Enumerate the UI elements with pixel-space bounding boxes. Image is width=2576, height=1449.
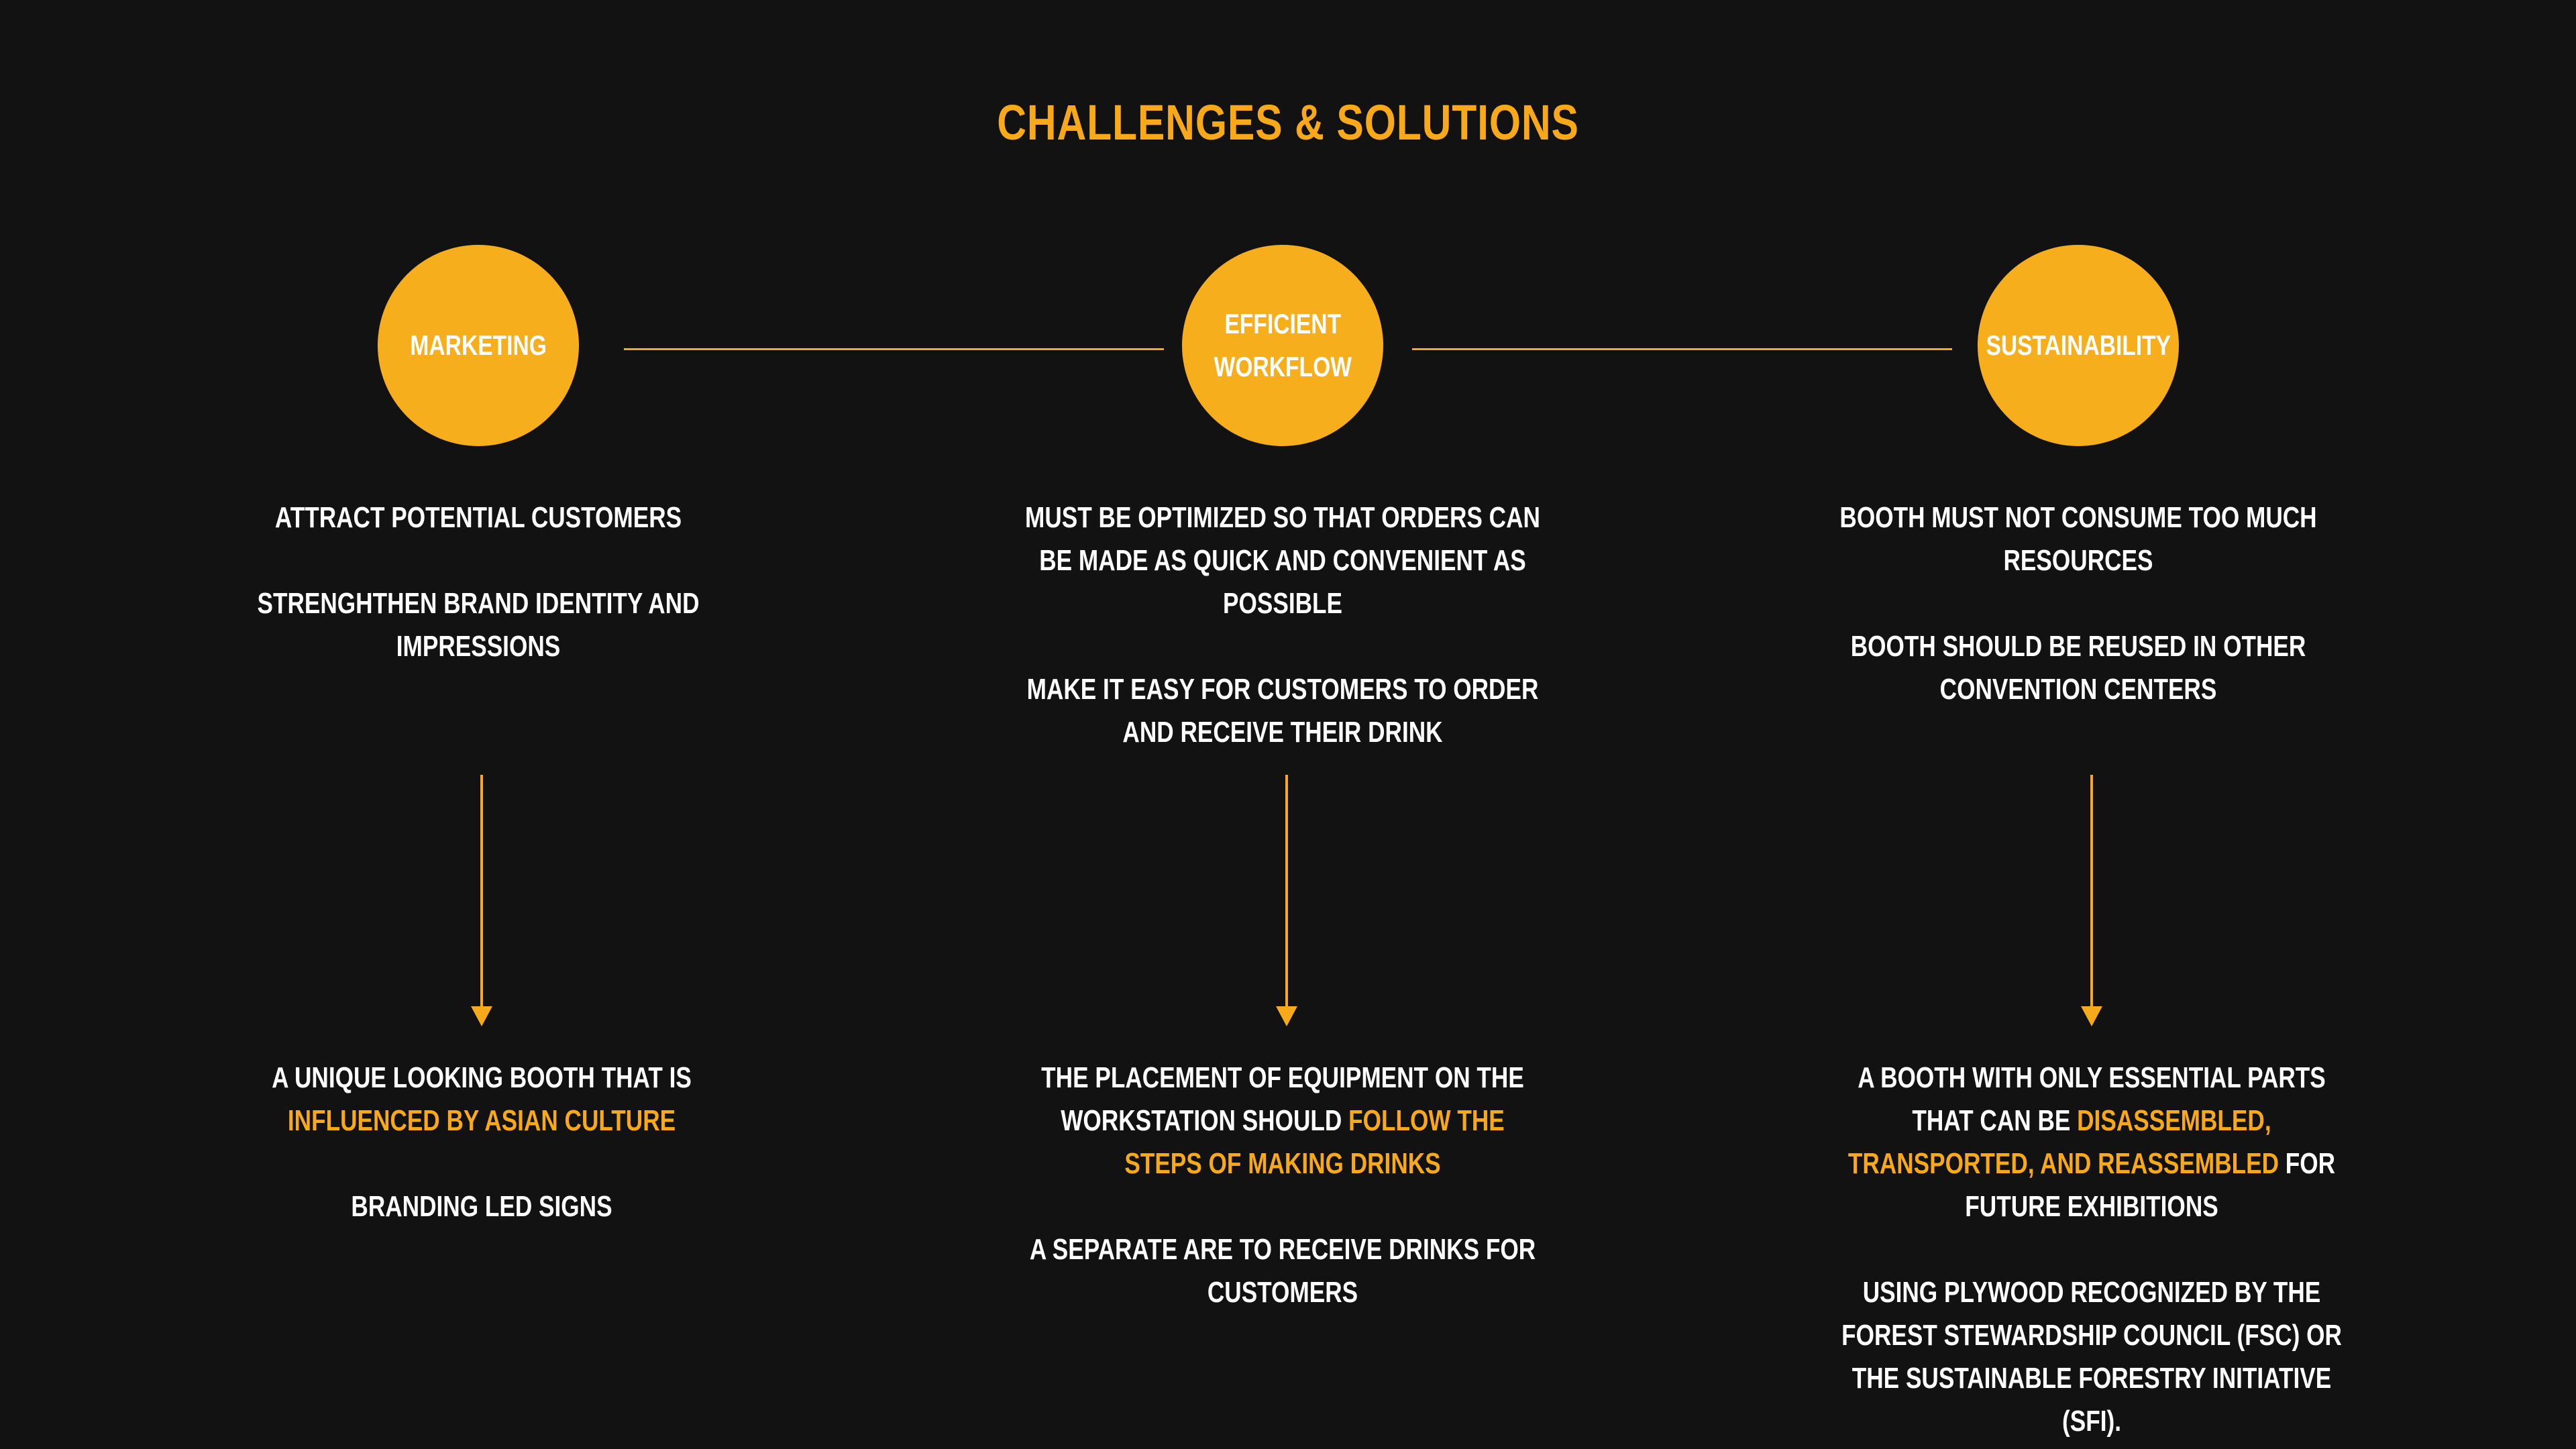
challenge-list-sustainability: Booth must not consume too much resource… bbox=[1750, 496, 2407, 711]
down-arrow-icon bbox=[468, 775, 495, 1030]
solution-item: The placement of equipment on the workst… bbox=[1041, 1061, 1524, 1180]
challenge-item: Make it easy for customers to order and … bbox=[1026, 673, 1539, 749]
solution-item: Using plywood recognized by the Forest S… bbox=[1841, 1276, 2342, 1438]
solution-item: A booth with only essential parts that c… bbox=[1847, 1061, 2336, 1223]
solution-list-marketing: A unique looking booth that is influence… bbox=[153, 1057, 810, 1228]
challenge-item: Booth must not consume too much resource… bbox=[1839, 501, 2317, 577]
solution-item: Branding LED signs bbox=[351, 1190, 612, 1223]
solution-highlight: follow the steps of making drinks bbox=[1124, 1104, 1505, 1180]
page-title: Challenges & Solutions bbox=[997, 95, 1579, 150]
category-label: Sustainability bbox=[1986, 329, 2171, 361]
down-arrow-icon bbox=[1273, 775, 1300, 1030]
solution-list-efficient-workflow: The placement of equipment on the workst… bbox=[954, 1057, 1611, 1314]
challenge-item: Must be optimized so that orders can be … bbox=[1025, 501, 1540, 620]
down-arrow-icon bbox=[2078, 775, 2105, 1030]
solution-highlight: influenced by Asian culture bbox=[287, 1104, 676, 1137]
challenge-list-efficient-workflow: Must be optimized so that orders can be … bbox=[954, 496, 1611, 754]
category-label: Efficient Workflow bbox=[1214, 308, 1352, 382]
challenge-item: Booth should be reused in other conventi… bbox=[1850, 630, 2306, 706]
category-circle-sustainability: Sustainability bbox=[1978, 245, 2179, 446]
solution-list-sustainability: A booth with only essential parts that c… bbox=[1763, 1057, 2420, 1443]
solution-item: A unique looking booth that is influence… bbox=[272, 1061, 692, 1137]
challenge-item: Attract potential customers bbox=[274, 501, 682, 534]
category-circle-marketing: Marketing bbox=[378, 245, 579, 446]
category-label: Marketing bbox=[410, 329, 547, 361]
solution-item: A separate are to receive drinks for cus… bbox=[1029, 1233, 1536, 1309]
connector-line-left bbox=[624, 348, 1164, 350]
challenge-list-marketing: Attract potential customers Strenghthen … bbox=[150, 496, 807, 668]
solution-highlight: disassembled, transported, and reassembl… bbox=[1847, 1104, 2279, 1180]
category-circle-efficient-workflow: Efficient Workflow bbox=[1182, 245, 1383, 446]
connector-line-right bbox=[1412, 348, 1952, 350]
challenge-item: Strenghthen brand identity and impressio… bbox=[257, 587, 700, 663]
